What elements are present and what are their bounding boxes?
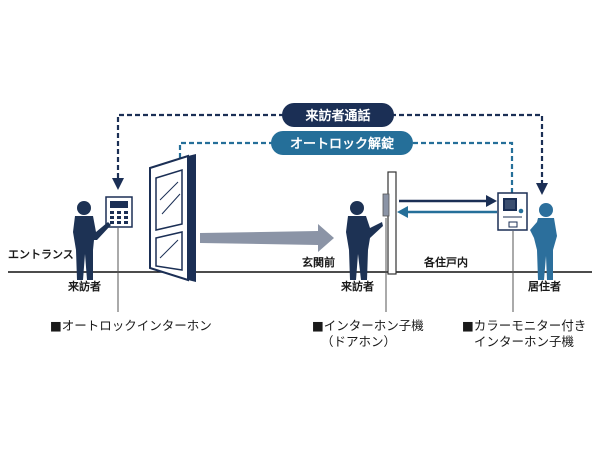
monitor-caption-line1: ■カラーモニター付き	[462, 318, 587, 333]
door-post-icon	[382, 171, 397, 275]
visitor-figure-left-icon	[73, 201, 111, 280]
visitor-right-label: 来訪者	[341, 280, 374, 293]
autolock-release-label: オートロック解錠	[290, 136, 395, 152]
flow-arrow-gray	[200, 224, 334, 252]
monitor-caption-line2: インターホン子機	[474, 334, 575, 349]
autolock-intercom-caption: ■オートロックインターホン	[50, 318, 212, 333]
entrance-label: エントランス	[8, 248, 74, 261]
color-monitor-intercom-icon	[497, 192, 528, 231]
autolock-intercom-panel-icon	[105, 196, 133, 228]
visitor-call-arrowhead-right	[536, 183, 548, 195]
arrow-to-door-head	[397, 206, 408, 218]
auto-door-icon	[149, 154, 196, 282]
visitor-figure-right-icon	[346, 201, 383, 280]
genkan-front-label: 玄関前	[302, 256, 335, 269]
arrow-to-monitor-head	[486, 195, 497, 207]
visitor-left-label: 来訪者	[68, 280, 101, 293]
door-intercom-icon	[382, 193, 390, 217]
visitor-call-label: 来訪者通話	[304, 108, 370, 124]
visitor-call-pill	[282, 103, 394, 127]
visitor-call-arrowhead-left	[112, 178, 124, 190]
door-intercom-caption-line1: ■インターホン子機	[312, 318, 424, 333]
autolock-release-pill	[271, 131, 413, 155]
each-unit-label: 各住戸内	[424, 256, 468, 269]
resident-figure-icon	[530, 203, 557, 280]
door-intercom-caption-line2: （ドアホン）	[321, 334, 397, 349]
resident-label: 居住者	[528, 280, 561, 293]
